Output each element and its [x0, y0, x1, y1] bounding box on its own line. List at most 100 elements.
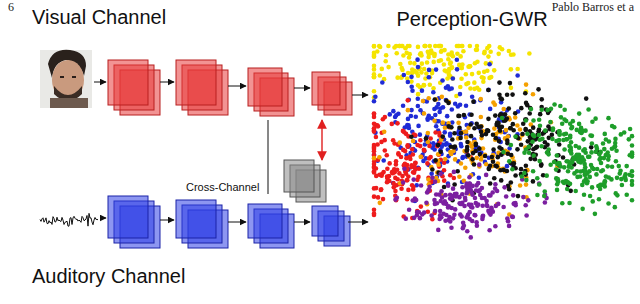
scatter-dot: [565, 187, 570, 192]
scatter-dot: [501, 107, 506, 112]
scatter-dot: [627, 153, 632, 158]
scatter-dot: [472, 213, 477, 218]
scatter-dot: [630, 182, 635, 187]
scatter-dot: [377, 44, 382, 49]
scatter-dot: [433, 209, 438, 214]
scatter-dot: [585, 171, 590, 176]
scatter-dot: [372, 74, 377, 79]
scatter-dot: [628, 127, 633, 132]
scatter-dot: [577, 159, 582, 164]
scatter-dot: [560, 121, 565, 126]
scatter-dot: [422, 148, 427, 153]
scatter-dot: [372, 75, 377, 80]
scatter-dot: [415, 96, 420, 101]
scatter-dot: [489, 75, 494, 80]
scatter-dot: [584, 96, 589, 101]
scatter-dot: [373, 94, 378, 99]
scatter-dot: [379, 173, 384, 178]
scatter-dot: [484, 173, 489, 178]
scatter-dot: [426, 96, 431, 101]
feature-map: [312, 206, 338, 236]
scatter-dot: [537, 182, 542, 187]
scatter-dot: [411, 139, 416, 144]
scatter-dot: [550, 137, 555, 142]
scatter-dot: [630, 198, 635, 203]
scatter-dot: [414, 70, 419, 75]
scatter-dot: [582, 192, 587, 197]
scatter-dot: [432, 118, 437, 123]
scatter-dot: [462, 224, 467, 229]
scatter-dot: [602, 132, 607, 137]
scatter-dot: [438, 199, 443, 204]
scatter-dot: [486, 209, 491, 214]
scatter-dot: [409, 84, 414, 89]
scatter-dot: [515, 147, 520, 152]
scatter-dot: [430, 175, 435, 180]
scatter-dot: [372, 186, 377, 191]
scatter-dot: [491, 159, 496, 164]
scatter-dot: [520, 132, 525, 137]
node-heading: Auditory Channel: [32, 265, 185, 288]
scatter-dot: [377, 155, 382, 160]
scatter-dot: [590, 141, 595, 146]
scatter-dot: [443, 193, 448, 198]
scatter-dot: [479, 115, 484, 120]
scatter-dot: [602, 156, 607, 161]
scatter-dot: [459, 131, 464, 136]
scatter-dot: [419, 51, 424, 56]
scatter-dot: [422, 147, 427, 152]
scatter-dot: [490, 190, 495, 195]
scatter-dot: [473, 143, 478, 148]
scatter-dot: [422, 210, 427, 215]
scatter-dot: [531, 125, 536, 130]
scatter-dot: [519, 174, 524, 179]
scatter-dot: [442, 130, 447, 135]
scatter-dot: [398, 140, 403, 145]
scatter-dot: [531, 179, 536, 184]
scatter-dot: [457, 201, 462, 206]
scatter-dot: [488, 181, 493, 186]
scatter-dot: [452, 176, 457, 181]
scatter-dot: [544, 129, 549, 134]
scatter-dot: [395, 121, 400, 126]
scatter-dot: [450, 53, 455, 58]
scatter-dot: [405, 98, 410, 103]
scatter-dot: [483, 154, 488, 159]
scatter-dot: [577, 122, 582, 127]
scatter-dot: [505, 134, 510, 139]
scatter-dot: [601, 168, 606, 173]
scatter-dot: [470, 184, 475, 189]
scatter-dot: [372, 44, 377, 49]
auditory-channel: Auditory Channel: [30, 194, 348, 290]
scatter-dot: [431, 60, 436, 65]
scatter-dot: [474, 220, 479, 225]
cross-channel-arrow: [321, 120, 322, 160]
scatter-dot: [379, 188, 384, 193]
scatter-dot: [440, 78, 445, 83]
face-eye: [60, 76, 64, 78]
scatter-dot: [427, 185, 432, 190]
scatter-dot: [452, 182, 457, 187]
scatter-dot: [410, 147, 415, 152]
scatter-dot: [422, 111, 427, 116]
scatter-dot: [624, 164, 629, 169]
scatter-dot: [416, 83, 421, 88]
scatter-dot: [531, 118, 536, 123]
scatter-dot: [463, 165, 468, 170]
face-photo-ground: [40, 50, 92, 108]
scatter-dot: [492, 68, 497, 73]
scatter-dot: [409, 75, 414, 80]
scatter-dot: [465, 229, 470, 234]
scatter-dot: [602, 184, 607, 189]
scatter-dot: [468, 235, 473, 240]
scatter-dot: [431, 86, 436, 91]
scatter-dot: [419, 154, 424, 159]
scatter-dot: [394, 51, 399, 56]
scatter-dot: [402, 73, 407, 78]
scatter-dot: [527, 51, 532, 56]
scatter-dot: [518, 183, 523, 188]
scatter-dot: [459, 161, 464, 166]
scatter-dot: [630, 174, 635, 179]
scatter-dot: [525, 132, 530, 137]
scatter-dot: [551, 126, 556, 131]
